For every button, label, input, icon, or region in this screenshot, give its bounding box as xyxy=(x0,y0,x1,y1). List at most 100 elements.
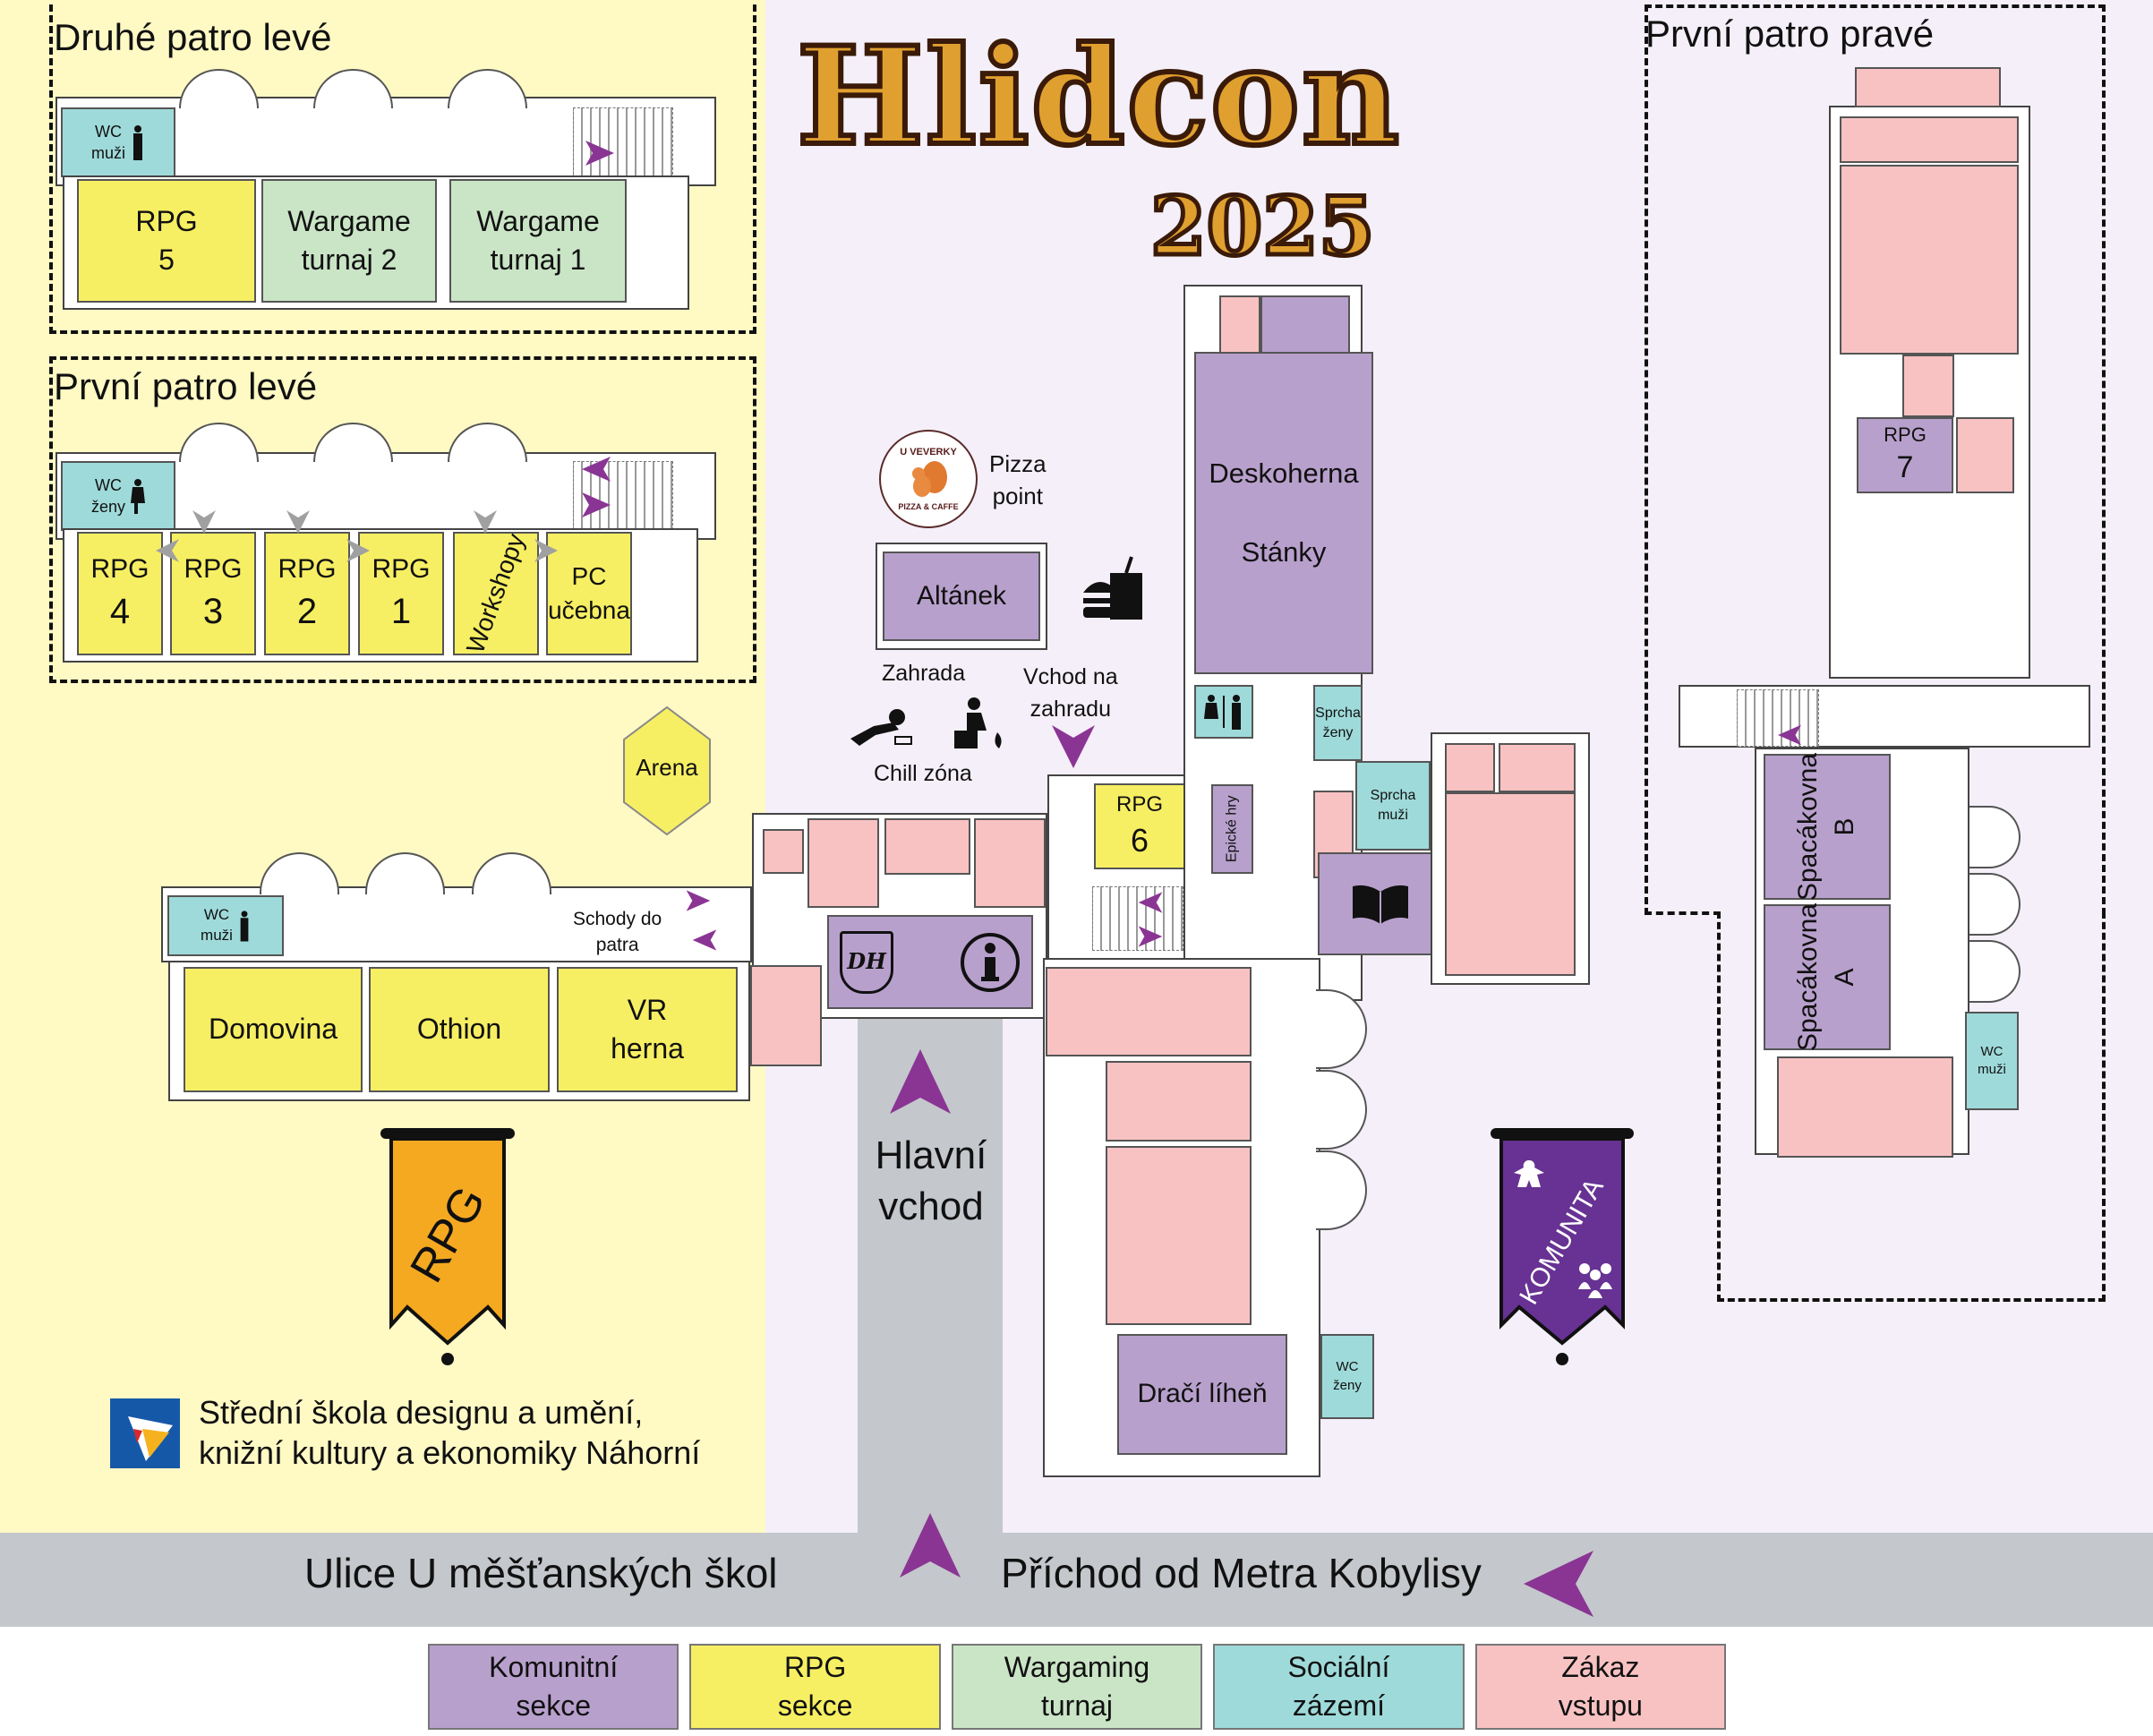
fast-food-icon xyxy=(1083,556,1142,620)
room-no-entry xyxy=(884,818,970,875)
room-no-entry xyxy=(1445,792,1576,976)
rpg-banner-shape xyxy=(389,1137,506,1365)
room-no-entry xyxy=(1840,116,2019,163)
room-board-games-top xyxy=(1260,295,1350,356)
room-workshops[interactable]: Workshopy xyxy=(453,530,539,657)
garden-entrance-arrow-icon xyxy=(1052,725,1095,768)
man-icon xyxy=(240,911,249,942)
event-logo-name: Hlidcon xyxy=(794,15,1402,178)
door-arrow-gray-icon xyxy=(534,539,558,562)
rpg-banner: RPG xyxy=(380,1128,515,1370)
door-arrow-gray-icon xyxy=(346,539,370,562)
metro-approach-label: Příchod od Metra Kobylisy xyxy=(1001,1550,1482,1596)
room-no-entry xyxy=(1106,1061,1252,1142)
door-arrow-gray-icon xyxy=(192,510,216,534)
event-logo: Hlidcon 2025 xyxy=(794,15,1402,277)
second-floor-left-frame xyxy=(49,4,756,334)
stairs-up-arrow-icon xyxy=(582,492,611,517)
room-domovina[interactable]: Domovina xyxy=(184,967,363,1092)
arena-label: Arena xyxy=(636,754,698,781)
first-floor-right-frame xyxy=(1645,4,2106,915)
event-logo-year: 2025 xyxy=(1149,177,1377,277)
room-othion[interactable]: Othion xyxy=(369,967,550,1092)
room-no-entry xyxy=(807,818,879,908)
bay-window xyxy=(1969,940,2021,1003)
room-no-entry xyxy=(1219,295,1260,354)
room-no-entry xyxy=(1499,743,1576,792)
room-no-entry xyxy=(1840,165,2019,355)
stairs-up-arrow-icon xyxy=(1138,926,1163,947)
first-floor-right-frame-step xyxy=(1645,911,1721,915)
room-no-entry xyxy=(1106,1146,1252,1325)
man-icon xyxy=(133,125,142,160)
info-desk[interactable]: DH xyxy=(827,915,1033,1009)
pizza-point-logo[interactable]: U VEVERKY PIZZA & CAFFE xyxy=(879,430,978,528)
pizza-logo-top: U VEVERKY xyxy=(900,447,957,458)
arena[interactable]: Arena xyxy=(622,706,712,836)
stairs-down-arrow-icon xyxy=(1778,724,1801,746)
door-arrow-gray-icon xyxy=(474,510,497,534)
meeple-icon xyxy=(1514,1160,1544,1187)
stairs-up-arrow-icon xyxy=(686,890,711,911)
pizza-logo-bottom: PIZZA & CAFFE xyxy=(898,502,959,511)
woman-icon xyxy=(131,479,146,514)
room-dragon-hatchery[interactable]: Dračí líheň xyxy=(1117,1334,1287,1455)
metro-arrow-icon xyxy=(1524,1551,1593,1617)
stairs-down-arrow-icon xyxy=(692,929,717,951)
dh-shield-logo: DH xyxy=(840,930,893,994)
stairs-down-arrow-icon xyxy=(582,457,611,482)
room-no-entry xyxy=(1445,743,1495,792)
room-no-entry xyxy=(1956,417,2014,493)
room-gazebo[interactable]: Altánek xyxy=(883,552,1040,641)
stairs-down-arrow-icon xyxy=(1138,892,1163,913)
info-icon xyxy=(961,932,1020,992)
room-epic-games[interactable]: Epické hry xyxy=(1211,784,1253,874)
room-library[interactable] xyxy=(1318,852,1443,955)
street-bar xyxy=(0,1533,2153,1627)
right-wing-stairs xyxy=(1737,689,1819,747)
first-floor-right-title: První patro pravé xyxy=(1645,13,1935,55)
chill-zone-label: Chill zóna xyxy=(874,761,972,786)
banner-rod xyxy=(1491,1128,1634,1139)
bay-window xyxy=(1316,1150,1367,1230)
first-floor-right-frame-lower xyxy=(1717,911,2106,1302)
room-no-entry xyxy=(750,965,822,1066)
wc-unisex-central xyxy=(1194,685,1253,739)
room-no-entry xyxy=(1855,67,2001,107)
school-name: Střední škola designu a umění,knižní kul… xyxy=(199,1394,701,1471)
main-entrance-arrow-icon xyxy=(890,1049,951,1114)
garden-label: Zahrada xyxy=(882,661,966,686)
school-logo-mark xyxy=(128,1416,173,1461)
room-no-entry xyxy=(974,818,1046,908)
community-banner: KOMUNITA xyxy=(1491,1128,1634,1370)
second-floor-left-title: Druhé patro levé xyxy=(54,16,332,58)
